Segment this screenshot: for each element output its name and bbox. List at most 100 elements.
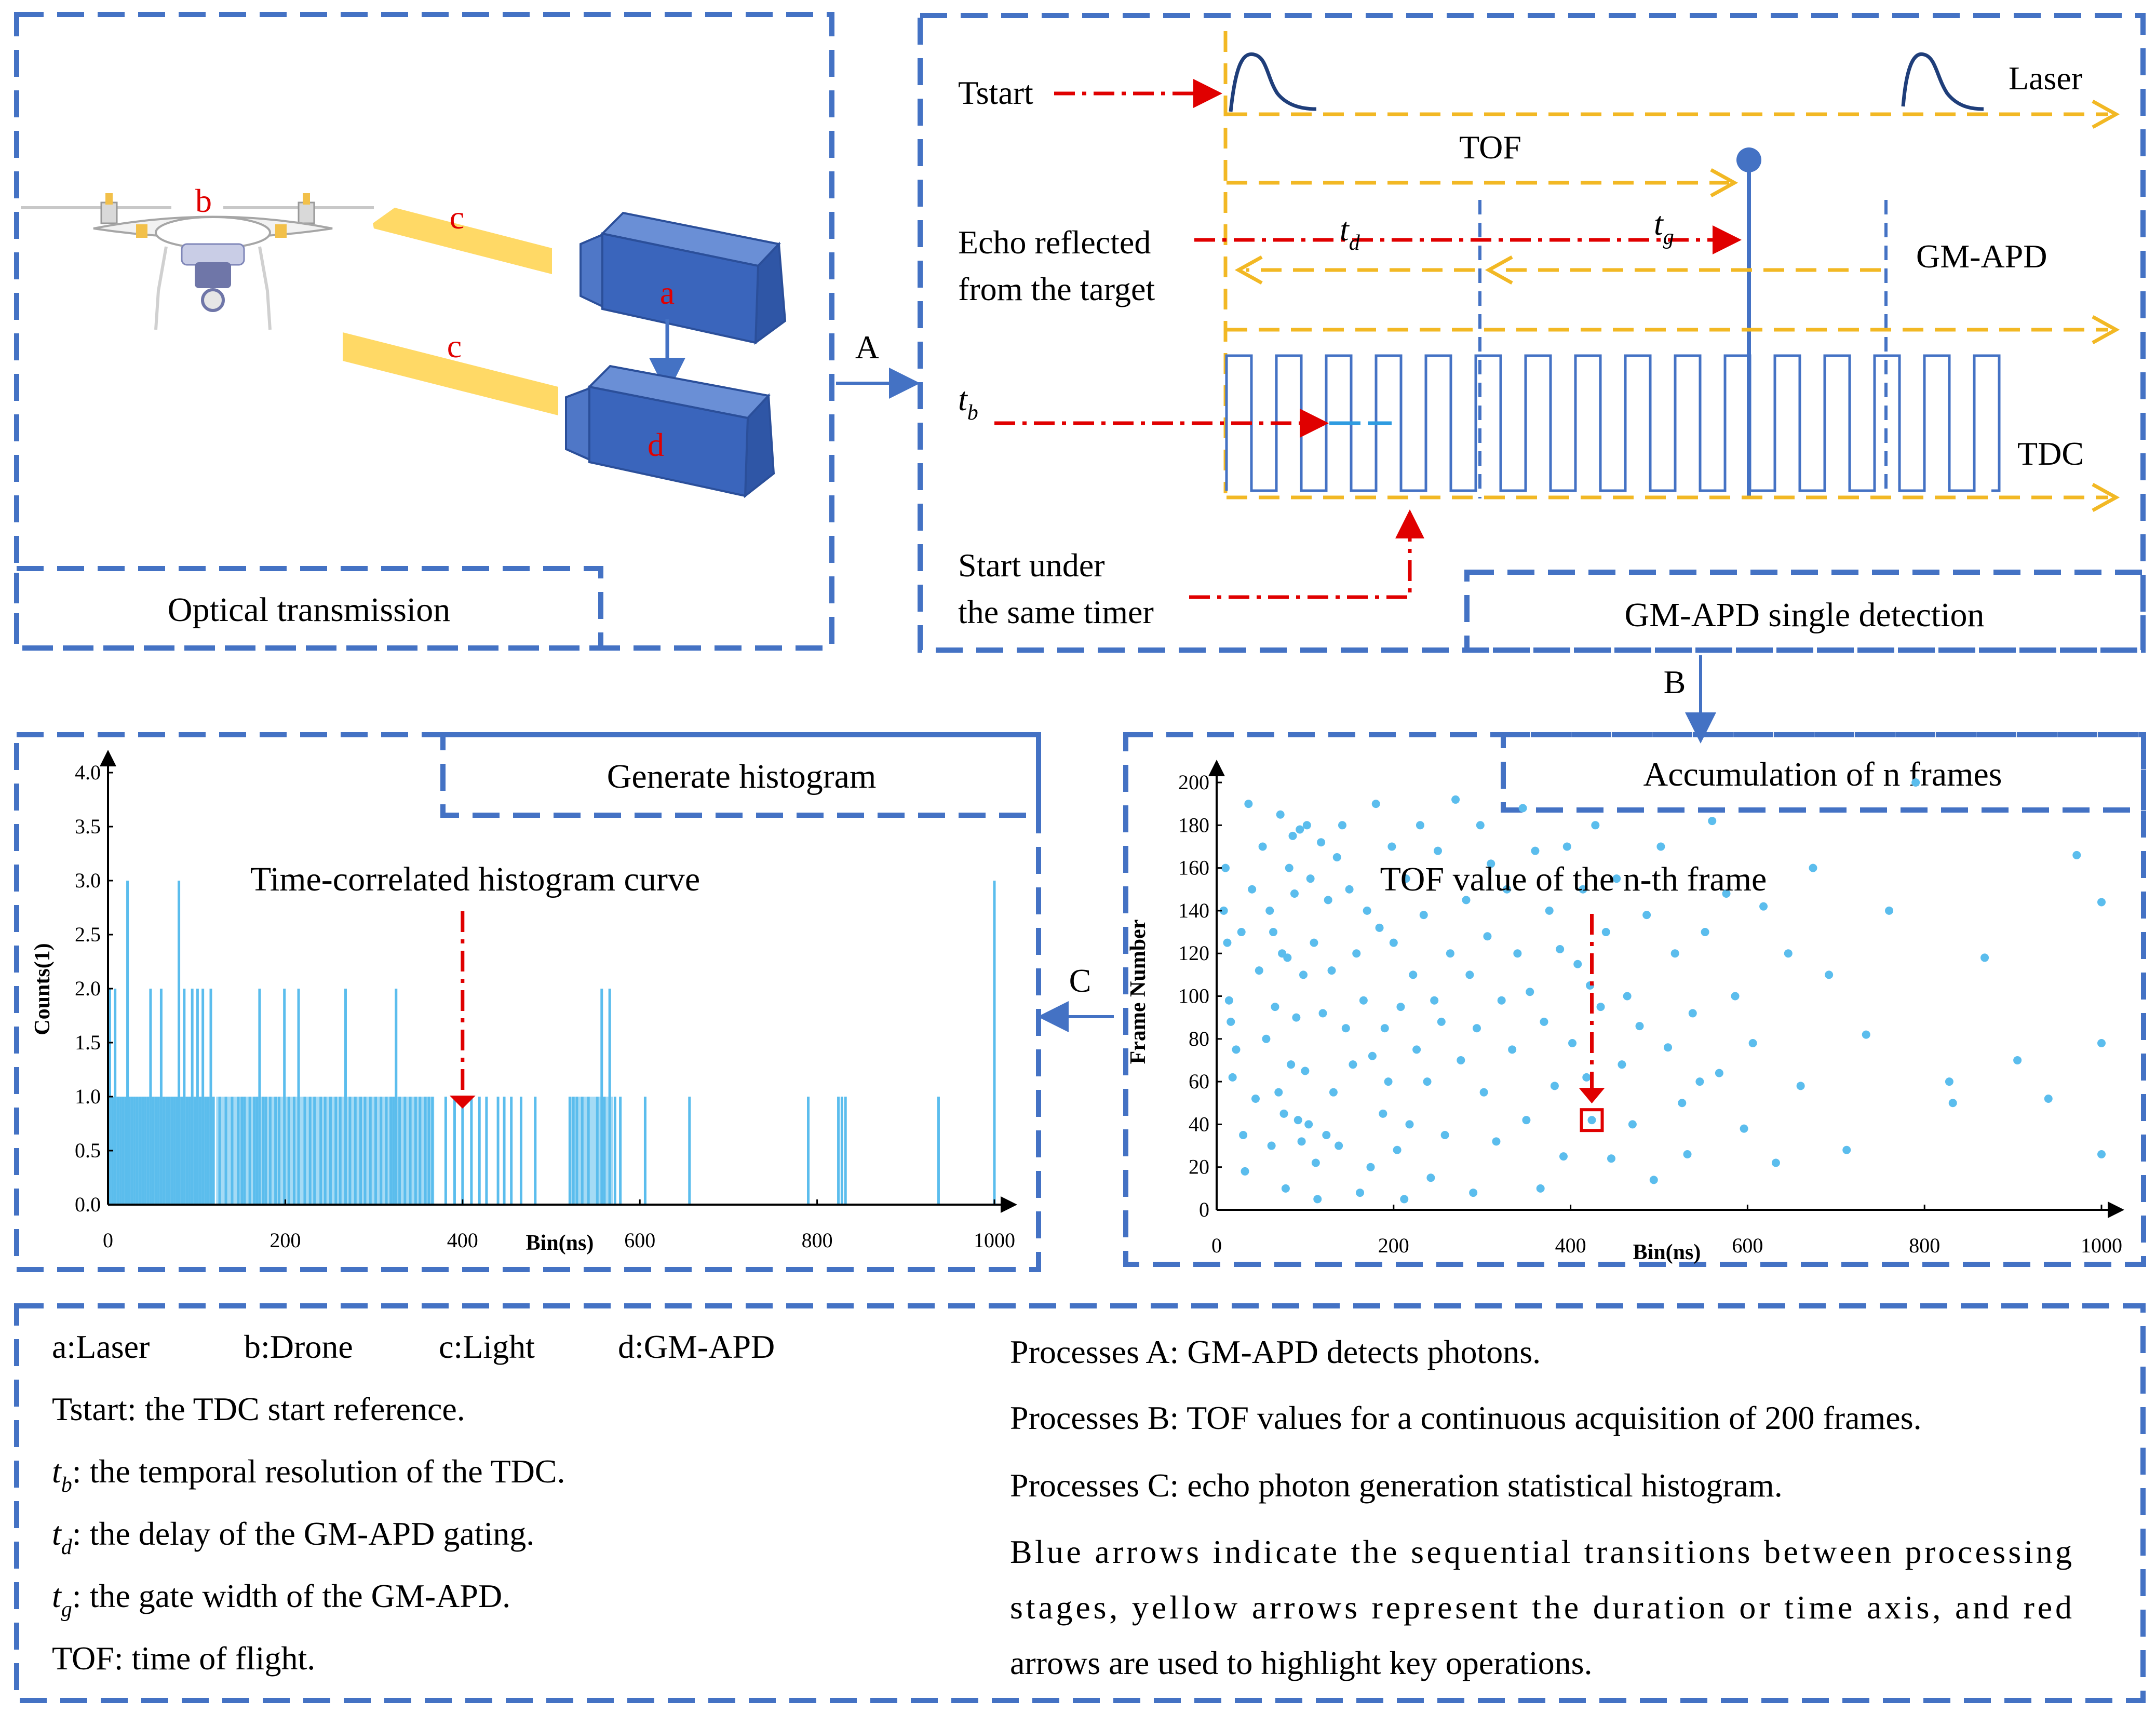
histogram-bar: [427, 1097, 430, 1205]
x-tick-label: 200: [1378, 1234, 1409, 1257]
detector-icon: [565, 365, 775, 498]
histogram-bar: [183, 989, 186, 1205]
histogram-bar: [218, 1097, 221, 1205]
scatter-point: [1642, 911, 1651, 920]
scatter-point: [1980, 953, 1989, 962]
scatter-point: [1579, 885, 1587, 894]
histogram-bar: [274, 1097, 277, 1205]
scatter-point: [1423, 1077, 1432, 1086]
histogram-bar: [180, 1097, 183, 1205]
gmapd-panel-frame: [918, 13, 2146, 653]
scatter-point: [1293, 1116, 1302, 1125]
scatter-point: [1784, 949, 1793, 958]
tstart-label: Tstart: [958, 74, 1033, 111]
histogram-bar: [138, 1097, 141, 1205]
histogram-bar: [277, 1097, 280, 1205]
histogram-bar: [168, 1097, 171, 1205]
histogram-bar: [596, 1097, 599, 1205]
scatter-point: [1368, 1051, 1377, 1060]
scatter-point: [1587, 1116, 1596, 1125]
histogram-bar: [403, 1097, 407, 1205]
legend-item-gmapd: d:GM-APD: [618, 1328, 775, 1365]
scatter-point: [1715, 1069, 1723, 1077]
histogram-bar: [124, 1097, 127, 1205]
histogram-bar: [587, 1097, 590, 1205]
optical-caption: Optical transmission: [168, 591, 450, 629]
scatter-point: [1248, 885, 1257, 894]
histogram-bar: [154, 1097, 157, 1205]
scatter-point: [1258, 842, 1267, 851]
scatter-point: [1948, 1099, 1957, 1108]
scatter-point: [1487, 859, 1495, 868]
tg-label: tg: [1654, 205, 1674, 249]
scatter-point: [1612, 874, 1621, 883]
scatter-point: [1426, 1173, 1435, 1182]
histogram-bar: [163, 1097, 166, 1205]
scatter-point: [1683, 1150, 1692, 1159]
laser-pulse-2: [1901, 52, 1984, 111]
process-a-label: A: [855, 329, 879, 366]
histogram-bar: [258, 989, 261, 1205]
histogram-bar: [170, 1097, 173, 1205]
y-tick-label: 40: [1189, 1112, 1209, 1136]
scatter-point: [1349, 1060, 1357, 1069]
scatter-point: [2013, 1056, 2022, 1064]
scatter-point: [2097, 1150, 2106, 1159]
scatter-point: [1545, 906, 1554, 915]
legend-item-light: c:Light: [439, 1328, 535, 1365]
legend-note-line1: Blue arrows indicate the sequential tran…: [1010, 1533, 2072, 1570]
scatter-point: [1281, 1184, 1290, 1193]
gmapd-caption-box: [1464, 570, 2146, 653]
scatter-point: [1223, 938, 1232, 947]
scatter-point: [1476, 821, 1485, 830]
histogram-bar: [173, 1097, 176, 1205]
scatter-point: [1285, 863, 1293, 872]
drone-label: b: [195, 182, 212, 219]
histogram-bar: [385, 1097, 388, 1205]
echo-label-line1: Echo reflected: [958, 224, 1151, 261]
scatter-point: [1430, 996, 1439, 1005]
histogram-bar: [185, 1097, 188, 1205]
histogram-bar: [354, 1097, 357, 1205]
histogram-bar: [359, 1097, 362, 1205]
scatter-point: [1731, 992, 1740, 1001]
histogram-bar: [165, 1097, 168, 1205]
scatter-point: [1656, 842, 1665, 851]
scatter-point: [1241, 1167, 1249, 1176]
scatter-point: [1313, 1195, 1322, 1204]
histogram-red-arrowhead: [449, 1096, 476, 1109]
scatter-point: [1573, 960, 1582, 968]
histogram-bar: [136, 1097, 139, 1205]
histogram-bar: [840, 1097, 843, 1205]
light-beam-upper: [373, 208, 552, 274]
x-tick-label: 400: [447, 1229, 478, 1252]
scatter-point: [1276, 810, 1285, 819]
scatter-point: [1556, 944, 1565, 953]
y-tick-label: 3.0: [75, 869, 101, 892]
x-tick-label: 1000: [2081, 1234, 2122, 1257]
histogram-bar: [389, 1097, 393, 1205]
scatter-point: [2097, 1039, 2106, 1048]
histogram-bar: [453, 1097, 456, 1205]
histogram-bar: [369, 1097, 372, 1205]
laser-pulse-1: [1229, 52, 1317, 112]
histogram-bar: [207, 1097, 210, 1205]
process-c-label: C: [1069, 962, 1092, 999]
histogram-bar: [503, 1097, 506, 1205]
x-tick-label: 600: [624, 1229, 655, 1252]
histogram-bar: [348, 1097, 352, 1205]
light-label-lower: c: [447, 328, 462, 365]
histogram-bar: [157, 1097, 160, 1205]
scatter-point: [1301, 1067, 1310, 1075]
scatter-point: [1228, 1073, 1237, 1082]
scatter-point: [1526, 988, 1534, 996]
histogram-y-label: Counts(1): [31, 943, 55, 1035]
scatter-point: [1393, 1145, 1402, 1154]
scatter-point: [1219, 906, 1228, 915]
legend-tof: TOF: time of flight.: [52, 1640, 315, 1677]
y-tick-label: 80: [1189, 1027, 1209, 1050]
tdc-row-label: TDC: [2017, 435, 2084, 472]
light-label-upper: c: [450, 199, 464, 236]
scatter-point: [1472, 1024, 1481, 1033]
x-tick-label: 600: [1732, 1234, 1763, 1257]
